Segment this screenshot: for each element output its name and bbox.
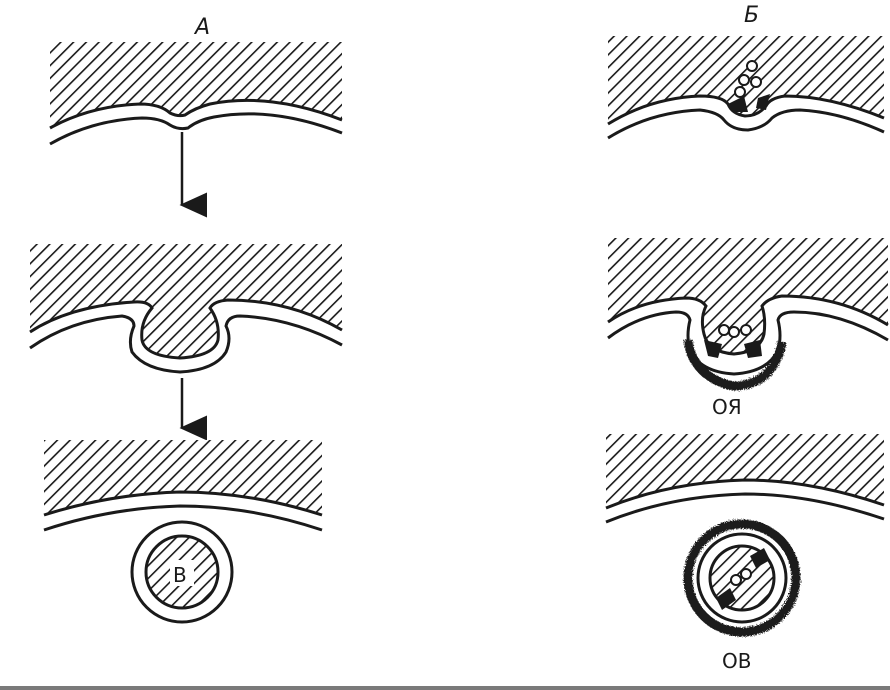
receptor-blob-b1b [756, 94, 770, 110]
bottom-edge-strip [0, 686, 890, 690]
receptor-blob-b1 [728, 96, 748, 112]
stage-a3-membrane [43, 440, 323, 532]
coated-vesicle-label: ОВ [722, 649, 751, 673]
clathrin-coat [683, 339, 787, 391]
column-label-a: А [193, 15, 210, 40]
vesicle-left: В [130, 520, 234, 624]
column-label-b: Б [744, 3, 759, 28]
stage-b3-membrane [605, 434, 885, 524]
receptor-blob-b3a [716, 588, 736, 610]
receptor-blob-b2b [744, 340, 762, 358]
stage-a2-membrane-pit [29, 244, 343, 374]
stage-b1-membrane-dip [607, 36, 885, 140]
stage-b2-coated-pit [607, 238, 889, 391]
coated-vesicle [683, 519, 801, 637]
vesicle-left-label: В [173, 563, 187, 587]
coated-pit-label: ОЯ [712, 395, 742, 419]
receptor-blob-b3b [750, 548, 770, 568]
receptor-blob-b2a [704, 340, 722, 358]
stage-a1-membrane-dip [49, 42, 343, 146]
